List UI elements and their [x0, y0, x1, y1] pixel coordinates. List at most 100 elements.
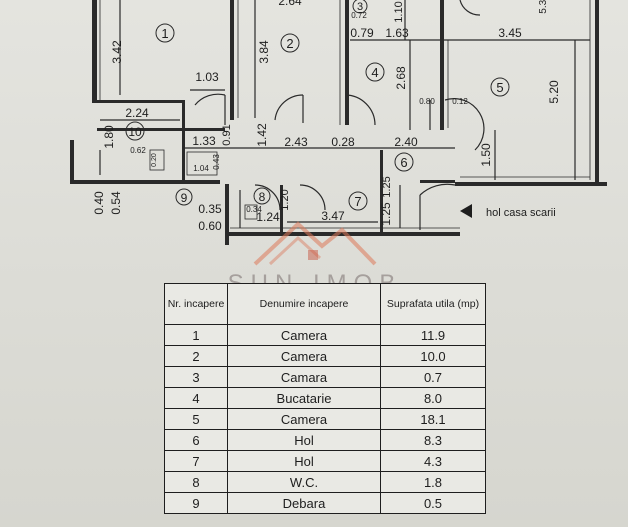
dim-034: 0.34: [246, 205, 262, 214]
wall-r2-r4: [345, 0, 349, 125]
room-number-8: 8: [259, 190, 266, 204]
dim-120: 1.20: [279, 189, 291, 210]
wall-top-right-segment: [440, 0, 444, 40]
wall-lower-left: [225, 184, 229, 245]
wall-right-bottom: [455, 182, 607, 186]
wall-bottom-main: [70, 180, 220, 184]
dim-342: 3.42: [110, 40, 124, 64]
dim-062: 0.62: [130, 146, 146, 155]
door-arc-entry: [419, 183, 456, 196]
cell-nr: 4: [164, 387, 228, 409]
door-arc-r2: [274, 94, 304, 121]
room-number-6: 6: [400, 155, 407, 170]
header-room-number: Nr. incapere: [164, 283, 228, 325]
floor-plan-drawing: 1 2 3 4 5 6 7 8 9 10 3.42 1.03 3.84 2.64…: [70, 0, 607, 245]
door-arc-r4: [344, 94, 376, 126]
cell-area: 1.8: [380, 471, 486, 493]
header-usable-area: Suprafata utila (mp): [380, 283, 486, 325]
dim-180: 1.80: [102, 125, 116, 149]
dim-060: 0.60: [198, 219, 222, 233]
cell-nr: 1: [164, 324, 228, 346]
wall-r10-top: [92, 100, 182, 103]
dim-080: 0.80: [419, 97, 435, 106]
dim-345: 3.45: [498, 26, 522, 40]
dim-163: 1.63: [385, 26, 409, 40]
dim-268: 2.68: [394, 66, 408, 90]
fixture-r10: [149, 149, 165, 171]
fixture-r9: [186, 151, 218, 176]
dim-035: 0.35: [198, 202, 222, 216]
wall-corridor-top: [97, 128, 225, 131]
stair-label: hol casa scarii: [486, 207, 556, 219]
dim-240: 2.40: [394, 135, 418, 149]
cell-name: W.C.: [227, 471, 381, 493]
room-area-table: Nr. incapere Denumire incapere Suprafata…: [164, 283, 486, 514]
wall-r10-right: [182, 100, 185, 180]
cell-nr: 7: [164, 450, 228, 472]
cell-nr: 9: [164, 492, 228, 514]
dim-384: 3.84: [257, 40, 271, 64]
wall-right: [595, 0, 599, 186]
door-arc-r7: [299, 184, 326, 211]
dim-133: 1.33: [192, 134, 216, 148]
dim-040: 0.40: [92, 191, 106, 215]
dim-224: 2.24: [125, 106, 149, 120]
room-number-5: 5: [496, 80, 503, 95]
cell-name: Hol: [227, 429, 381, 451]
door-arc-r5: [444, 98, 485, 151]
dim-104: 1.04: [193, 164, 209, 173]
cell-area: 0.7: [380, 366, 486, 388]
room-number-9: 9: [181, 191, 188, 205]
cell-area: 18.1: [380, 408, 486, 430]
dim-530: 5.30: [538, 0, 549, 14]
dim-091: 0.91: [221, 124, 233, 145]
dim-125a: 1.25: [381, 176, 393, 197]
table-header-row: Nr. incapere Denumire incapere Suprafata…: [164, 283, 486, 325]
dim-124: 1.24: [256, 210, 280, 224]
cell-name: Hol: [227, 450, 381, 472]
cell-nr: 8: [164, 471, 228, 493]
cell-name: Debara: [227, 492, 381, 514]
fixture-r8: [244, 204, 258, 220]
room-number-10: 10: [128, 125, 142, 139]
stair-arrow-icon: [460, 204, 472, 218]
room-number-3: 3: [357, 1, 363, 13]
cell-nr: 6: [164, 429, 228, 451]
cell-area: 8.0: [380, 387, 486, 409]
dim-520: 5.20: [547, 80, 561, 104]
cell-name: Camera: [227, 408, 381, 430]
dim-054: 0.54: [109, 191, 123, 215]
wall-left-bottom-stub: [70, 140, 74, 184]
door-arc-top: [459, 0, 481, 16]
room-number-1: 1: [161, 26, 168, 41]
wall-r7-right: [380, 150, 383, 235]
room-number-2: 2: [286, 36, 293, 51]
room-number-7: 7: [354, 194, 361, 209]
dim-079: 0.79: [350, 26, 374, 40]
wall-r4-r5: [440, 40, 444, 130]
dim-142: 1.42: [255, 123, 269, 147]
wall-r6-bottom: [420, 180, 455, 183]
door-arc-r1: [194, 93, 226, 106]
cell-area: 8.3: [380, 429, 486, 451]
wall-lower: [225, 232, 460, 236]
dim-243: 2.43: [284, 135, 308, 149]
wall-r1-r2: [230, 0, 234, 120]
wall-left: [92, 0, 97, 100]
cell-nr: 3: [164, 366, 228, 388]
dim-264: 2.64: [278, 0, 302, 8]
cell-area: 11.9: [380, 324, 486, 346]
cell-name: Bucatarie: [227, 387, 381, 409]
dim-020: 0.20: [151, 153, 158, 167]
dim-043: 0.43: [212, 154, 221, 170]
header-room-name: Denumire incapere: [227, 283, 381, 325]
dim-125b: 1.25: [379, 202, 393, 226]
room-number-4: 4: [371, 65, 378, 80]
cell-area: 4.3: [380, 450, 486, 472]
dim-150: 1.50: [479, 143, 493, 167]
